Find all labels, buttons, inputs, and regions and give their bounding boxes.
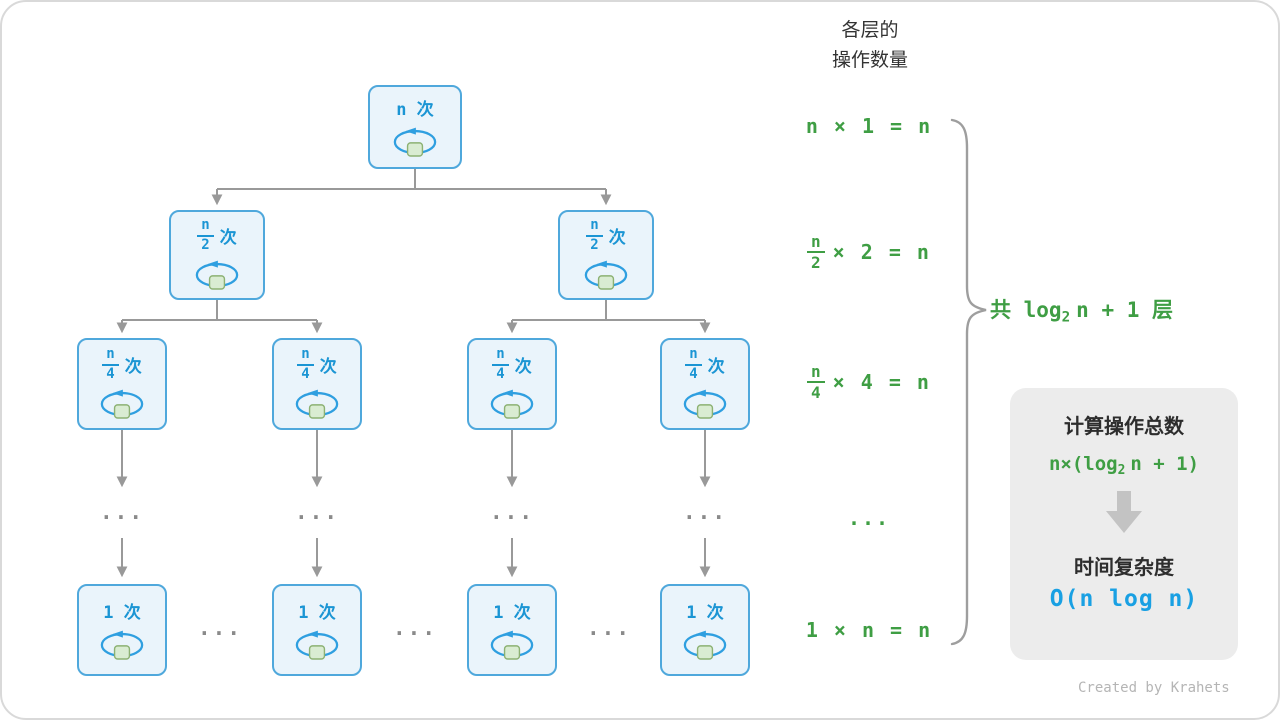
ops-title-line2: 操作数量 bbox=[831, 50, 908, 71]
bottom-row-ellipsis: ... bbox=[393, 616, 437, 640]
tree-node-bottom-0: 1 次 bbox=[77, 584, 167, 676]
loop-icon bbox=[100, 629, 144, 661]
formula-row-level1: n × 1 = n bbox=[805, 114, 933, 138]
tree-node-l3-3: n 4 次 bbox=[660, 338, 750, 430]
tree-node-bottom-1: 1 次 bbox=[272, 584, 362, 676]
tree-node-l3-2: n 4 次 bbox=[467, 338, 557, 430]
fraction: n 4 bbox=[807, 362, 825, 401]
tree-node-l2-1: n 2 次 bbox=[558, 210, 654, 300]
tree-node-bottom-3: 1 次 bbox=[660, 584, 750, 676]
node-label: n 次 bbox=[396, 100, 434, 120]
loop-icon bbox=[490, 388, 534, 419]
node-label: 1 次 bbox=[686, 603, 724, 623]
time-complexity-label: 时间复杂度 bbox=[1074, 557, 1174, 579]
tree-node-bottom-2: 1 次 bbox=[467, 584, 557, 676]
loop-icon bbox=[295, 629, 339, 661]
loop-icon bbox=[683, 629, 727, 661]
tree-ellipsis: ... bbox=[100, 500, 144, 524]
fraction: n 2 bbox=[197, 218, 214, 252]
loop-icon bbox=[295, 388, 339, 419]
node-label: 1 次 bbox=[298, 603, 336, 623]
summary-title: 计算操作总数 bbox=[1064, 416, 1184, 438]
down-arrow-icon bbox=[1106, 491, 1142, 533]
node-label: 1 次 bbox=[103, 603, 141, 623]
loop-icon bbox=[195, 259, 239, 290]
formula-row-bottom: 1 × n = n bbox=[805, 618, 933, 642]
bottom-row-ellipsis: ... bbox=[587, 616, 631, 640]
loop-icon bbox=[100, 388, 144, 419]
bottom-row-ellipsis: ... bbox=[198, 616, 242, 640]
node-label: n 2 次 bbox=[197, 218, 237, 252]
loop-icon bbox=[683, 388, 727, 419]
loop-icon bbox=[584, 259, 628, 290]
tree-node-l2-0: n 2 次 bbox=[169, 210, 265, 300]
fraction: n 4 bbox=[685, 347, 702, 381]
node-label: 1 次 bbox=[493, 603, 531, 623]
tree-ellipsis: ... bbox=[490, 500, 534, 524]
ops-title-line1: 各层的 bbox=[841, 20, 899, 41]
layer-count-brace bbox=[950, 118, 987, 646]
fraction: n 4 bbox=[102, 347, 119, 381]
tree-ellipsis: ... bbox=[295, 500, 339, 524]
fraction: n 2 bbox=[586, 218, 603, 252]
loop-icon bbox=[393, 126, 437, 158]
formula-row-ellipsis: ... bbox=[847, 506, 891, 530]
tree-ellipsis: ... bbox=[683, 500, 727, 524]
node-label: n 4 次 bbox=[492, 347, 532, 381]
credit-watermark: Created by Krahets bbox=[1078, 680, 1230, 696]
node-label: n 4 次 bbox=[685, 347, 725, 381]
tree-node-l3-1: n 4 次 bbox=[272, 338, 362, 430]
node-label: n 4 次 bbox=[297, 347, 337, 381]
node-label: n 4 次 bbox=[102, 347, 142, 381]
fraction: n 2 bbox=[807, 232, 825, 271]
time-complexity-value: O(n log n) bbox=[1049, 586, 1199, 612]
loop-icon bbox=[490, 629, 534, 661]
fraction: n 4 bbox=[297, 347, 314, 381]
tree-node-l3-0: n 4 次 bbox=[77, 338, 167, 430]
formula-row-level2: n 2 × 2 = n bbox=[774, 226, 964, 278]
ops-per-level-title: 各层的 操作数量 bbox=[780, 16, 960, 76]
node-label: n 2 次 bbox=[586, 218, 626, 252]
tree-node-root: n 次 bbox=[368, 85, 462, 169]
formula-row-level3: n 4 × 4 = n bbox=[774, 356, 964, 408]
fraction: n 4 bbox=[492, 347, 509, 381]
